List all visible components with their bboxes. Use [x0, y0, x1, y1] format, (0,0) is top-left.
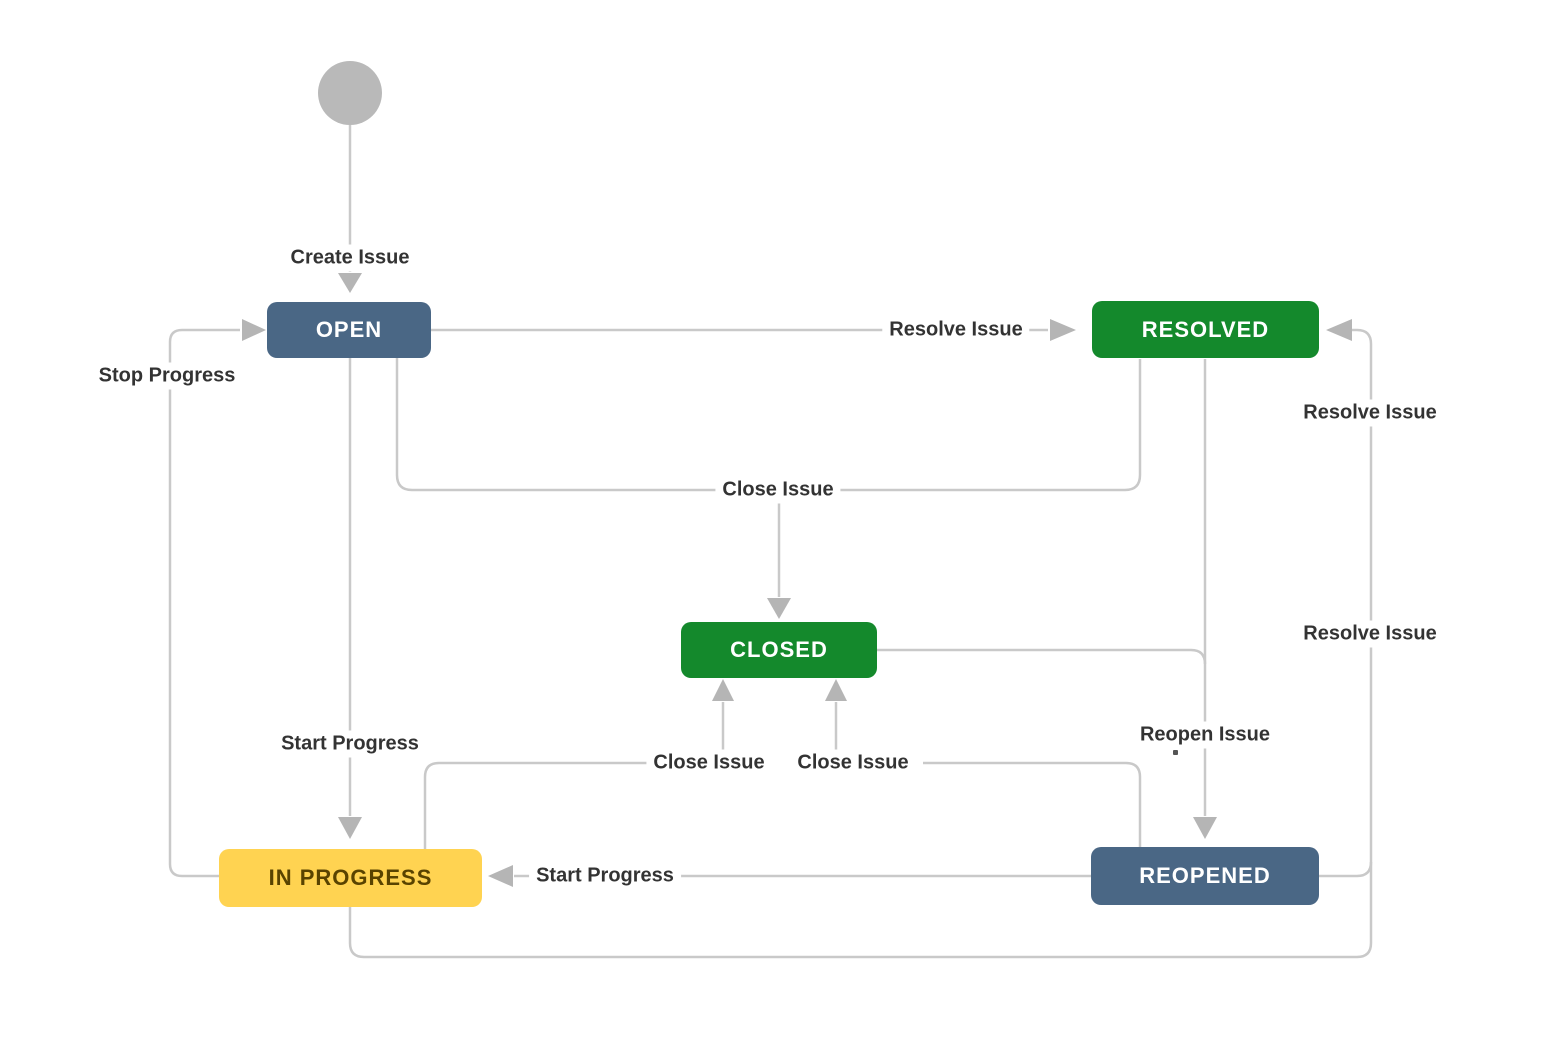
- transition-label-stop-progress[interactable]: Stop Progress: [91, 362, 243, 390]
- node-closed[interactable]: CLOSED: [681, 622, 877, 678]
- arrowhead-close-issue-left: [712, 679, 734, 701]
- edge-closed-to-reopened: [877, 648, 1207, 665]
- transition-label-resolve-issue-open[interactable]: Resolve Issue: [882, 316, 1030, 344]
- arrowhead-start-progress-mid: [488, 865, 513, 887]
- arrowhead-reopen-issue: [1193, 817, 1217, 839]
- edge-reopened-join-right: [1319, 861, 1373, 878]
- transition-label-start-progress-top[interactable]: Start Progress: [274, 730, 426, 758]
- start-node-circle: [318, 61, 382, 125]
- transition-label-create-issue[interactable]: Create Issue: [283, 244, 417, 272]
- arrowhead-open-resolved: [1050, 319, 1076, 341]
- arrowhead-resolve-right: [1326, 319, 1352, 341]
- arrowhead-stop-progress: [242, 319, 266, 341]
- transition-label-start-progress-mid[interactable]: Start Progress: [529, 862, 681, 890]
- edge-inprogress-to-resolved: [348, 328, 1373, 959]
- node-open[interactable]: OPEN: [267, 302, 431, 358]
- node-in-progress[interactable]: IN PROGRESS: [219, 849, 482, 907]
- transition-label-close-issue-top[interactable]: Close Issue: [715, 476, 841, 504]
- arrowhead-close-issue-right: [825, 679, 847, 701]
- transition-label-reopen-issue[interactable]: Reopen Issue: [1132, 721, 1278, 749]
- transition-label-resolve-issue-lower-right[interactable]: Resolve Issue: [1296, 620, 1444, 648]
- edge-open-resolved-to-closed: [395, 358, 1142, 492]
- transition-label-close-issue-right[interactable]: Close Issue: [790, 749, 916, 777]
- node-resolved[interactable]: RESOLVED: [1092, 301, 1319, 358]
- edge-reopened-to-closed: [923, 761, 1142, 847]
- arrowhead-close-issue-top: [767, 598, 791, 619]
- edge-inprogress-to-closed: [423, 761, 648, 849]
- overlapped-label-dot: [1173, 750, 1178, 755]
- arrowhead-create-issue: [338, 273, 362, 293]
- arrowhead-start-progress-top: [338, 817, 362, 839]
- transition-label-close-issue-left[interactable]: Close Issue: [646, 749, 772, 777]
- edge-inprogress-to-open: [168, 328, 240, 878]
- transition-label-resolve-issue-upper-right[interactable]: Resolve Issue: [1296, 399, 1444, 427]
- node-reopened[interactable]: REOPENED: [1091, 847, 1319, 905]
